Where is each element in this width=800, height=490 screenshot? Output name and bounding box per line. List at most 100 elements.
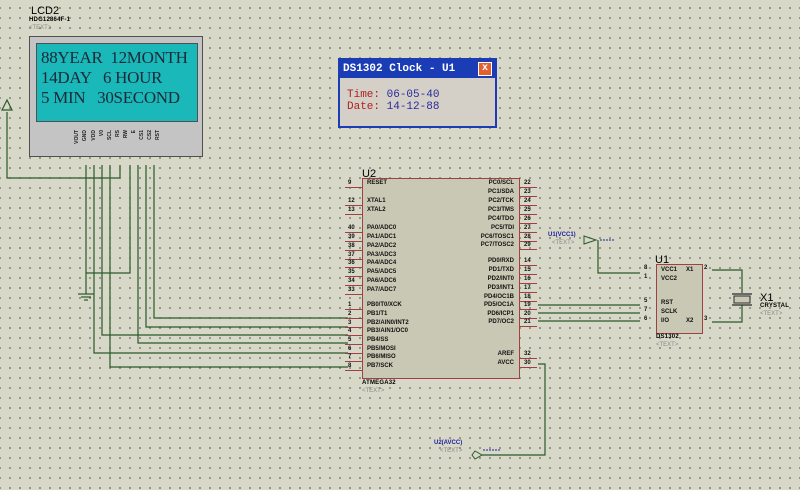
u2-pin-label: PD3/INT1 xyxy=(487,285,514,291)
lcd-module[interactable]: 88YEAR 12MONTH 14DAY 6 HOUR 5 MIN 30SECO… xyxy=(29,36,203,157)
u2-pin-label: PA2/ADC2 xyxy=(367,243,397,249)
u2-pin-number: 13 xyxy=(348,207,355,213)
u2-pin-label: RESET xyxy=(367,180,388,186)
u2-pin-stub[interactable] xyxy=(519,367,537,368)
u1-pin-label: VCC1 xyxy=(661,267,678,273)
u2-pin-stub[interactable] xyxy=(519,283,537,284)
lcd-screen: 88YEAR 12MONTH 14DAY 6 HOUR 5 MIN 30SECO… xyxy=(36,43,198,122)
ds1302-chip[interactable] xyxy=(656,264,703,334)
u2-pin-stub[interactable] xyxy=(345,353,362,354)
u2-pin-stub[interactable] xyxy=(345,232,362,233)
u2-pin-stub[interactable] xyxy=(519,326,537,327)
u2-pin-label: PD7/OC2 xyxy=(488,319,514,325)
u2-pin-stub[interactable] xyxy=(345,250,362,251)
u2-pin-stub[interactable] xyxy=(345,361,362,362)
net-label-avcc[interactable]: U2(AVCC) xyxy=(434,440,463,446)
u2-pin-label: PD5/OC1A xyxy=(483,302,514,308)
u2-pin-stub[interactable] xyxy=(345,294,362,295)
ds1302-clock-dialog[interactable]: DS1302 Clock - U1 x Time: 06-05-40 Date:… xyxy=(338,58,497,128)
u1-pin-number: 1 xyxy=(644,274,648,280)
u2-pin-stub[interactable] xyxy=(345,187,362,188)
u2-pin-label: PD6/ICP1 xyxy=(487,311,514,317)
u2-pin-number: 23 xyxy=(524,189,531,195)
wire-lcd-cs1 xyxy=(145,165,348,328)
u2-pin-number: 9 xyxy=(348,180,352,186)
time-value: 06-05-40 xyxy=(386,89,440,101)
u2-pin-number: 4 xyxy=(348,328,352,334)
u2-pin-number: 24 xyxy=(524,198,531,204)
u2-pin-stub[interactable] xyxy=(519,241,537,242)
u2-pin-number: 16 xyxy=(524,276,531,282)
u2-pin-number: 39 xyxy=(348,234,355,240)
u2-pin-stub[interactable] xyxy=(519,309,537,310)
u2-pin-number: 28 xyxy=(524,234,531,240)
power-terminal-icon xyxy=(1,98,13,111)
lcd-ref-label: LCD2 xyxy=(31,5,60,17)
date-label: Date: xyxy=(347,101,381,113)
u2-pin-number: 30 xyxy=(524,360,531,366)
u2-pin-number: 38 xyxy=(348,243,355,249)
net-terminal-avcc-icon xyxy=(471,450,484,460)
u2-pin-stub[interactable] xyxy=(345,241,362,242)
u2-pin-stub[interactable] xyxy=(345,370,362,371)
u2-pin-label: PC7/TOSC2 xyxy=(480,242,514,248)
u2-pin-stub[interactable] xyxy=(519,265,537,266)
u2-pin-stub[interactable] xyxy=(345,267,362,268)
u2-pin-stub[interactable] xyxy=(519,292,537,293)
u2-pin-number: 8 xyxy=(348,363,352,369)
u2-pin-stub[interactable] xyxy=(519,274,537,275)
lcd-part-label: HDG12864F-1 xyxy=(29,17,71,23)
close-icon: x xyxy=(481,63,488,74)
u2-pin-label: PB2/AIN0/INT2 xyxy=(367,320,409,326)
u2-pin-label: PC3/TMS xyxy=(487,207,514,213)
u2-pin-stub[interactable] xyxy=(519,318,537,319)
x1-text-tag: <TEXT> xyxy=(760,311,783,317)
dialog-title-bar[interactable]: DS1302 Clock - U1 x xyxy=(340,60,495,78)
u2-pin-label: PB0/T0/XCK xyxy=(367,302,402,308)
u2-pin-stub[interactable] xyxy=(519,205,537,206)
u2-pin-stub[interactable] xyxy=(345,205,362,206)
u2-pin-number: 33 xyxy=(348,287,355,293)
u2-pin-number: 12 xyxy=(348,198,355,204)
u2-pin-stub[interactable] xyxy=(345,276,362,277)
u2-pin-label: PC4/TDO xyxy=(487,216,514,222)
date-row: Date: 14-12-88 xyxy=(347,101,439,113)
u2-pin-stub[interactable] xyxy=(519,301,537,302)
u2-pin-stub[interactable] xyxy=(519,187,537,188)
lcd-pin-label: E xyxy=(131,130,137,134)
u2-pin-number: 26 xyxy=(524,216,531,222)
lcd-pin-label: VDD xyxy=(91,130,97,141)
u2-pin-number: 3 xyxy=(348,320,352,326)
u2-pin-label: XTAL1 xyxy=(367,198,386,204)
u1-part-label: DS1302 xyxy=(656,334,679,340)
u2-pin-stub[interactable] xyxy=(345,259,362,260)
u2-pin-stub[interactable] xyxy=(519,358,537,359)
u1-pin-label: X2 xyxy=(686,318,694,324)
u2-pin-stub[interactable] xyxy=(345,309,362,310)
u2-pin-stub[interactable] xyxy=(519,249,537,250)
u2-pin-number: 27 xyxy=(524,225,531,231)
u2-pin-label: PD4/OC1B xyxy=(483,294,514,300)
wire-avcc xyxy=(482,363,546,456)
close-button[interactable]: x xyxy=(478,62,492,76)
u2-pin-stub[interactable] xyxy=(345,327,362,328)
u1-pin-number: 3 xyxy=(704,316,708,322)
u2-pin-stub[interactable] xyxy=(345,335,362,336)
u2-pin-stub[interactable] xyxy=(519,196,537,197)
u2-pin-stub[interactable] xyxy=(519,232,537,233)
u2-pin-stub[interactable] xyxy=(345,285,362,286)
u2-pin-label: PC2/TCK xyxy=(488,198,514,204)
u2-pin-stub[interactable] xyxy=(519,214,537,215)
atmega32-chip[interactable] xyxy=(362,178,520,379)
u1-pin-number: 6 xyxy=(644,316,648,322)
u2-pin-label: PC1/SDA xyxy=(487,189,514,195)
lcd-pin-label: RW xyxy=(123,130,129,139)
net-label-vcc1[interactable]: U1(VCC1) xyxy=(548,232,576,238)
u2-pin-stub[interactable] xyxy=(345,214,362,215)
u2-pin-stub[interactable] xyxy=(345,344,362,345)
u2-pin-label: PA5/ADC5 xyxy=(367,269,397,275)
u2-pin-label: AVCC xyxy=(497,360,514,366)
u2-pin-stub[interactable] xyxy=(345,318,362,319)
u2-pin-number: 6 xyxy=(348,346,352,352)
u2-pin-stub[interactable] xyxy=(519,223,537,224)
